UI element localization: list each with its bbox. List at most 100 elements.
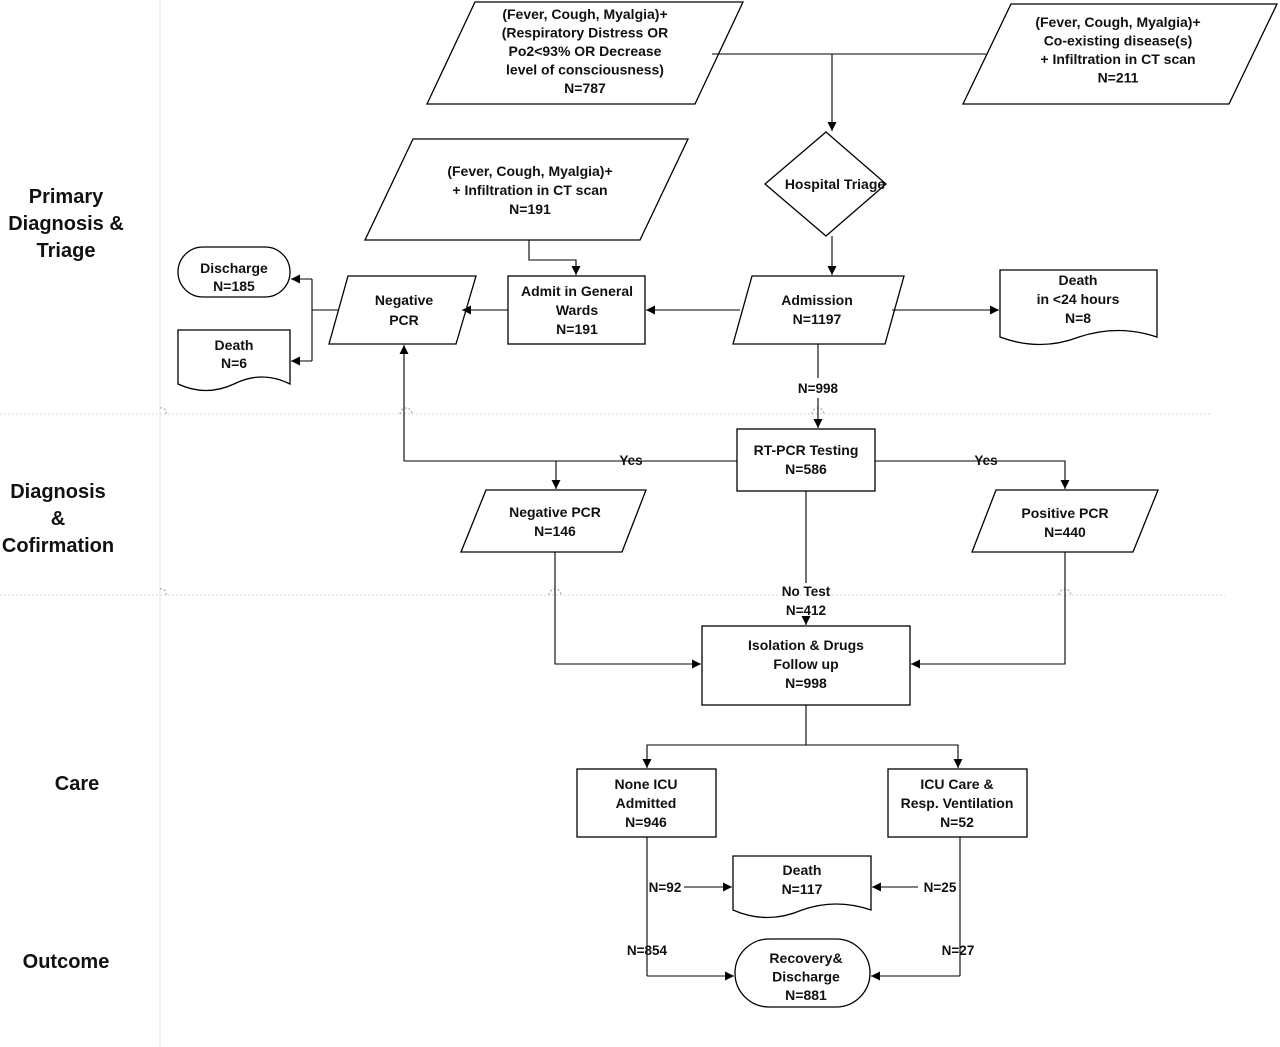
rt-pcr-testing-shape bbox=[736, 428, 876, 492]
icu-care-shape bbox=[887, 768, 1028, 838]
text-line: (Fever, Cough, Myalgia)+ bbox=[1035, 14, 1200, 30]
text-line: + Infiltration in CT scan bbox=[1040, 51, 1195, 67]
text-line: Isolation & Drugs bbox=[748, 637, 864, 653]
admission-shape bbox=[732, 275, 905, 345]
connector-arrow bbox=[528, 240, 581, 275]
text-line: N=854 bbox=[627, 943, 668, 958]
text-line: level of consciousness) bbox=[506, 62, 664, 78]
text-line: RT-PCR Testing bbox=[754, 442, 859, 458]
edge-noneicu-recovery-label: N=854 bbox=[627, 943, 668, 958]
connector-arrow bbox=[875, 460, 1070, 489]
text-line: N=440 bbox=[1044, 524, 1086, 540]
admit-general-wards-shape bbox=[507, 275, 646, 345]
recovery-discharge-shape bbox=[734, 938, 871, 1008]
edge-admission-rtpcr-label: N=998 bbox=[798, 381, 839, 396]
text-line: N=191 bbox=[556, 321, 598, 337]
text-line: Negative bbox=[375, 292, 434, 308]
text-line: Follow up bbox=[773, 656, 838, 672]
text-line: Hospital Triage bbox=[785, 176, 886, 192]
text-line: Triage bbox=[37, 240, 96, 262]
text-line: N=6 bbox=[221, 355, 247, 371]
text-line: (Fever, Cough, Myalgia)+ bbox=[502, 6, 667, 22]
text-line: Outcome bbox=[23, 951, 110, 973]
text-line: Diagnosis & bbox=[8, 213, 124, 235]
text-line: PCR bbox=[389, 312, 419, 328]
text-line: in <24 hours bbox=[1037, 291, 1120, 307]
death-final-shape bbox=[732, 855, 872, 919]
text-line: N=881 bbox=[785, 987, 827, 1003]
text-line: Death bbox=[783, 862, 822, 878]
text-line: Admission bbox=[781, 292, 853, 308]
input-resp-distress-shape bbox=[425, 1, 745, 105]
hospital-triage-label: Hospital Triage bbox=[785, 176, 886, 192]
text-line: None ICU bbox=[615, 776, 678, 792]
text-line: Diagnosis bbox=[10, 481, 106, 503]
text-line: N=52 bbox=[940, 814, 974, 830]
text-line: N=412 bbox=[786, 603, 826, 618]
lane-care-label: Care bbox=[55, 773, 99, 795]
connector-arrow bbox=[911, 552, 1066, 669]
death-24h-shape bbox=[999, 269, 1158, 346]
text-line: N=25 bbox=[924, 880, 957, 895]
text-line: + Infiltration in CT scan bbox=[452, 182, 607, 198]
edge-rtpcr-negative-label: Yes bbox=[619, 453, 642, 468]
lane-dividers bbox=[0, 0, 1225, 1047]
text-line: Wards bbox=[556, 302, 598, 318]
edge-rtpcr-positive-label: Yes bbox=[974, 453, 997, 468]
none-icu-shape bbox=[576, 768, 717, 838]
text-line: N=586 bbox=[785, 461, 827, 477]
text-line: Admit in General bbox=[521, 283, 633, 299]
text-line: Po2<93% OR Decrease bbox=[509, 43, 662, 59]
connector-arrow bbox=[806, 744, 963, 768]
text-line: Discharge bbox=[200, 260, 268, 276]
text-line: Recovery& bbox=[769, 950, 842, 966]
text-line: N=146 bbox=[534, 523, 576, 539]
text-line: & bbox=[51, 508, 65, 530]
lane-diagnosis-label: Diagnosis & Cofirmation bbox=[2, 481, 114, 557]
lane-outcome-label: Outcome bbox=[23, 951, 110, 973]
positive-pcr-shape bbox=[971, 489, 1159, 553]
text-line: N=185 bbox=[213, 278, 255, 294]
text-line: Cofirmation bbox=[2, 535, 114, 557]
text-line: N=1197 bbox=[793, 311, 842, 327]
text-line: Negative PCR bbox=[509, 504, 601, 520]
node-labels: (Fever, Cough, Myalgia)+ (Respiratory Dis… bbox=[200, 6, 1201, 1003]
text-line: Primary bbox=[29, 186, 104, 208]
text-line: N=998 bbox=[785, 675, 827, 691]
isolation-drugs-shape bbox=[701, 625, 911, 706]
text-line: N=946 bbox=[625, 814, 667, 830]
text-line: Discharge bbox=[772, 969, 840, 985]
input-resp-distress-label: (Fever, Cough, Myalgia)+ (Respiratory Dis… bbox=[502, 6, 669, 96]
text-line: Care bbox=[55, 773, 99, 795]
connector-arrow bbox=[554, 552, 701, 669]
text-line: No Test bbox=[782, 584, 831, 599]
text-line: N=998 bbox=[798, 381, 839, 396]
text-line: (Respiratory Distress OR bbox=[502, 25, 669, 41]
hospital-triage-shape bbox=[763, 131, 887, 237]
negative-pcr-primary-shape bbox=[328, 275, 477, 345]
text-line: Yes bbox=[974, 453, 997, 468]
text-line: N=211 bbox=[1098, 70, 1139, 86]
text-line: Resp. Ventilation bbox=[901, 795, 1014, 811]
text-line: N=8 bbox=[1065, 310, 1091, 326]
input-ct-infiltration-shape bbox=[363, 138, 690, 241]
text-line: N=27 bbox=[942, 943, 975, 958]
text-line: Co-existing disease(s) bbox=[1044, 33, 1193, 49]
text-line: N=191 bbox=[509, 201, 551, 217]
discharge-early-shape bbox=[177, 246, 291, 298]
